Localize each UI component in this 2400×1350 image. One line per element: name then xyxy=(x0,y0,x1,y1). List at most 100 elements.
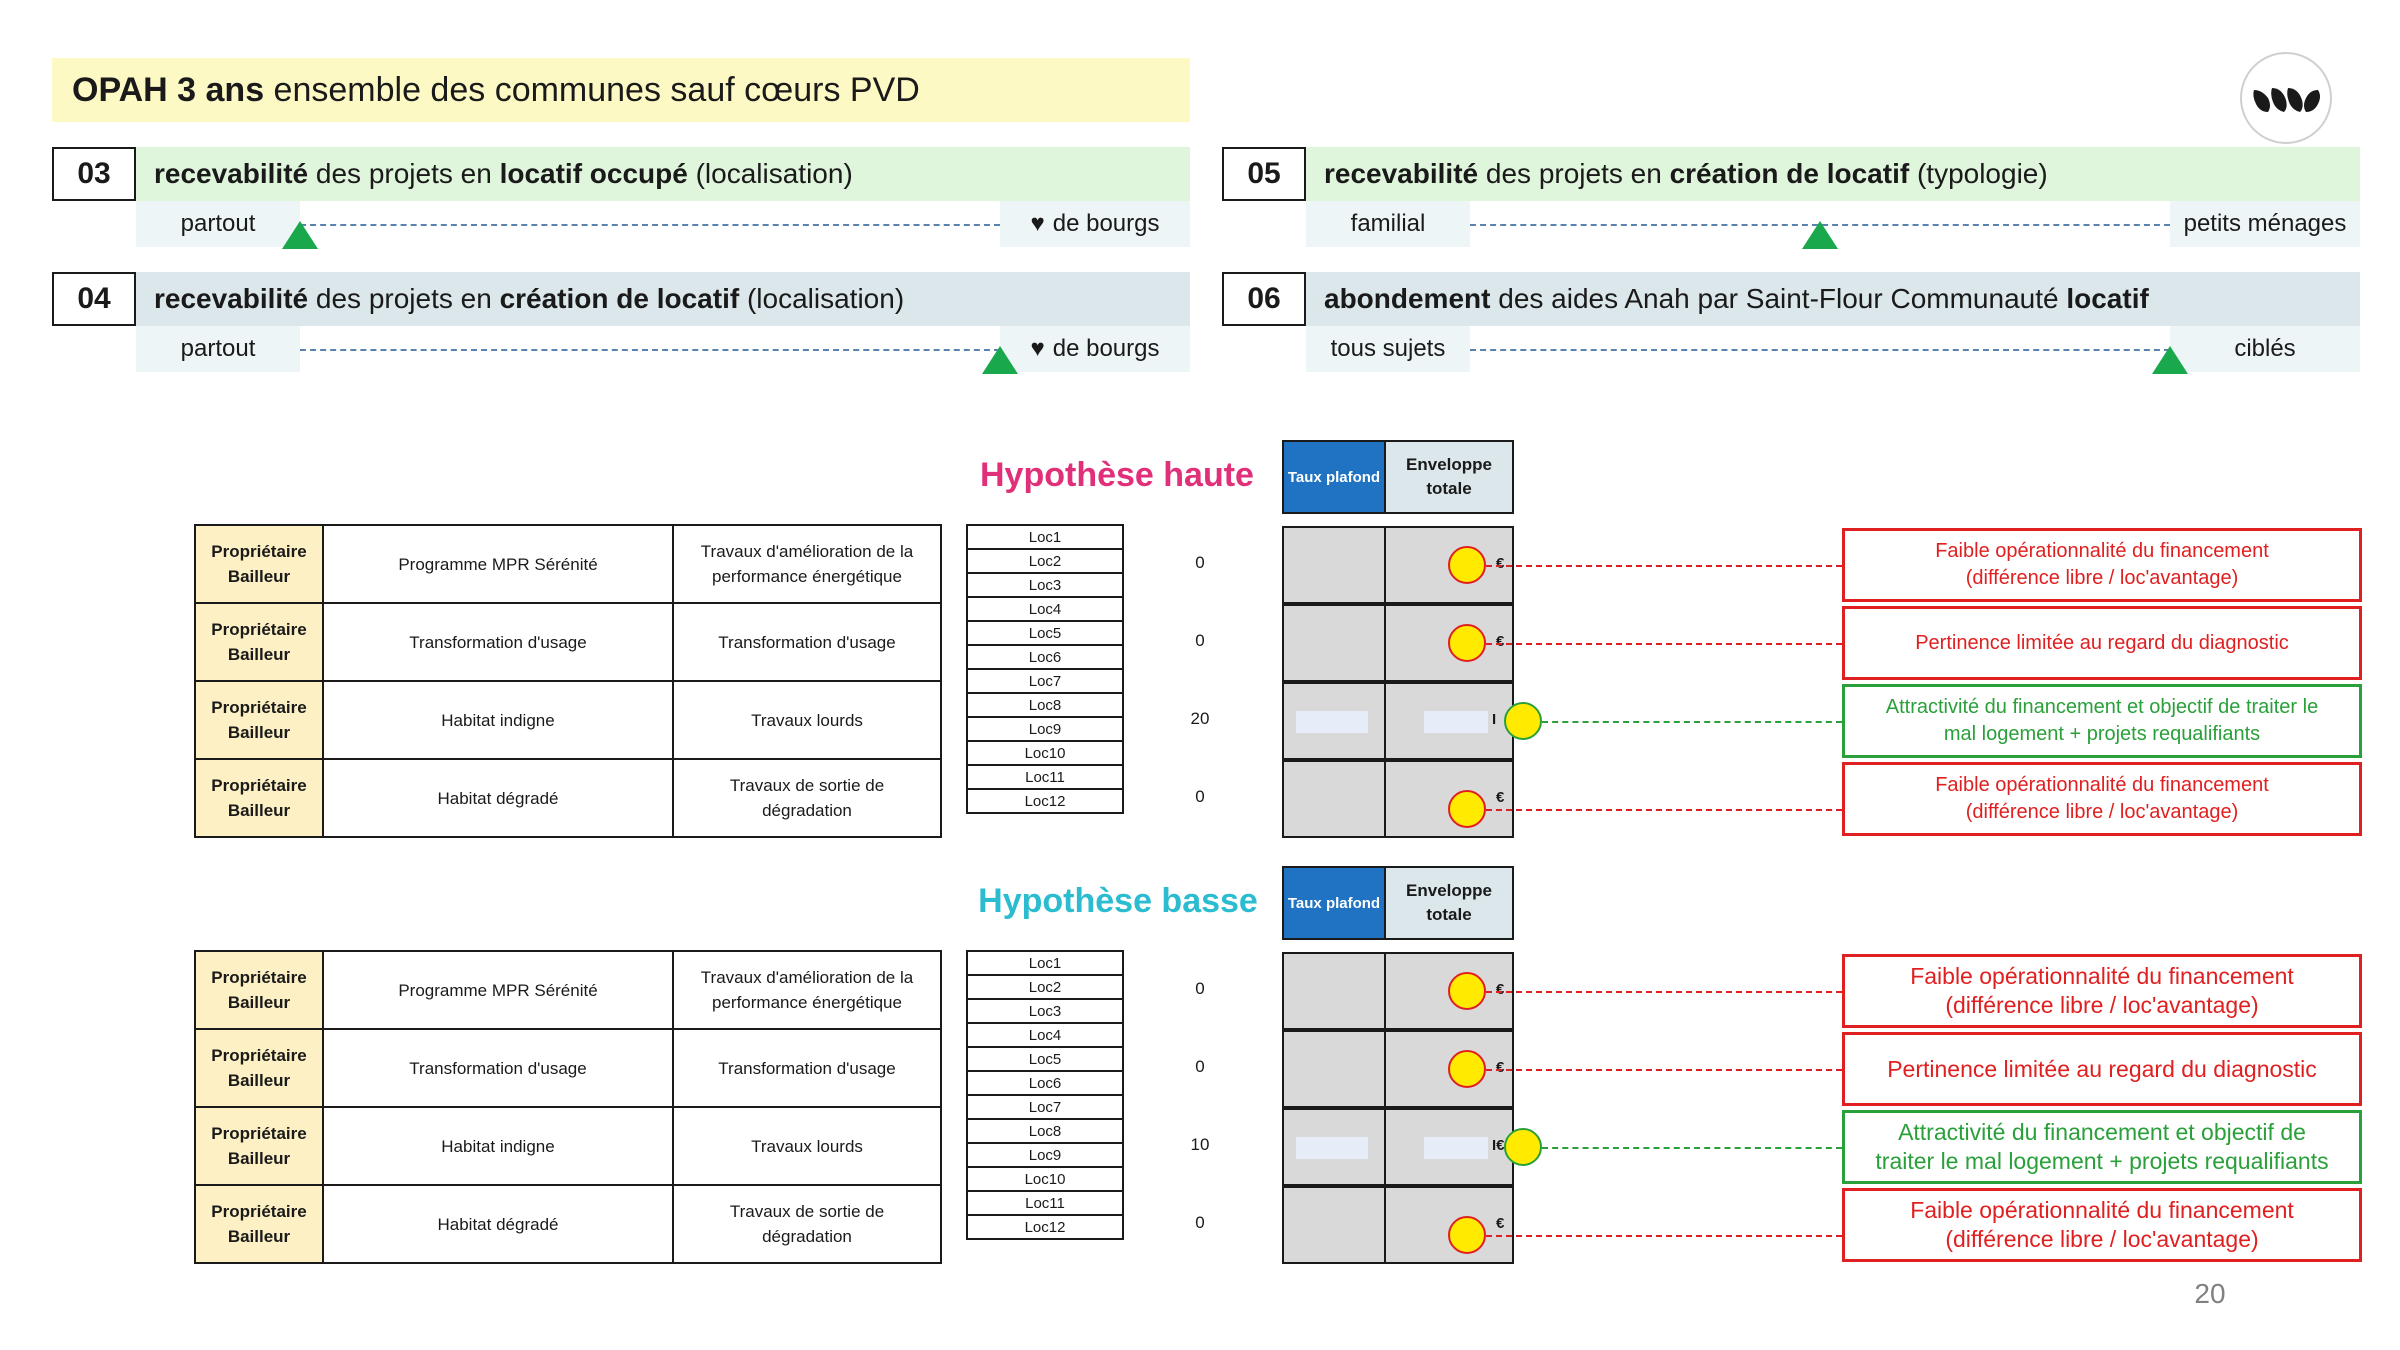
owner-line1: Propriétaire xyxy=(211,1046,307,1065)
criterion-title: recevabilité des projets en création de … xyxy=(1306,147,2360,201)
criterion-number: 04 xyxy=(52,272,136,326)
assessment-note: Faible opérationnalité du financement(di… xyxy=(1842,954,2362,1028)
enveloppe-cell xyxy=(1384,1186,1514,1264)
loc-cell: Loc7 xyxy=(966,1094,1124,1120)
assessment-note: Faible opérationnalité du financement (di… xyxy=(1842,528,2362,602)
criterion-text: des projets en xyxy=(308,283,500,314)
assessment-line1: Pertinence limitée au regard du diagnost… xyxy=(1887,1055,2317,1082)
assessment-line2: (différence libre / loc'avantage) xyxy=(1945,992,2259,1018)
scale-line xyxy=(300,349,1000,351)
enveloppe-cell xyxy=(1384,682,1514,760)
scale-right-label: ciblés xyxy=(2170,326,2360,372)
loc-cell: Loc11 xyxy=(966,1190,1124,1216)
works-line1: Travaux de sortie de xyxy=(729,776,885,795)
assessment-text: Faible opérationnalité du financement(di… xyxy=(1910,1196,2294,1254)
loc-cell: Loc4 xyxy=(966,1022,1124,1048)
hypothese-basse-title: Hypothèse basse xyxy=(978,882,1258,920)
connector-line xyxy=(1486,1069,1842,1071)
loc-row: Loc3 xyxy=(966,572,1124,598)
status-indicator-icon xyxy=(1448,546,1486,584)
works-cell: Travaux lourds xyxy=(672,1106,942,1186)
works-line1: Travaux lourds xyxy=(751,1136,863,1156)
owner-line2: Bailleur xyxy=(227,1149,291,1168)
loc-cell: Loc12 xyxy=(966,1214,1124,1240)
scale-right-text: ciblés xyxy=(2234,335,2296,362)
works-line1: Travaux de sortie de xyxy=(729,1202,885,1221)
value-label: 20 xyxy=(1190,709,1210,728)
scale-right-label: petits ménages xyxy=(2170,201,2360,247)
loc-row: Loc2 xyxy=(966,548,1124,574)
heart-icon: ♥ xyxy=(1030,335,1045,362)
enveloppe-input-highlight xyxy=(1424,711,1488,733)
works-line1: Travaux d'amélioration de la xyxy=(700,968,914,987)
taux-cell xyxy=(1282,604,1386,682)
loc-row: Loc9 xyxy=(966,716,1124,742)
taux-input-highlight xyxy=(1296,1137,1368,1159)
value-label: 10 xyxy=(1190,1135,1210,1154)
criterion-number: 06 xyxy=(1222,272,1306,326)
programme-cell: Transformation d'usage xyxy=(322,602,674,682)
loc-row: Loc1 xyxy=(966,950,1124,976)
assessment-note: Faible opérationnalité du financement(di… xyxy=(1842,762,2362,836)
loc-row: Loc12 xyxy=(966,1214,1124,1240)
enveloppe-input-highlight xyxy=(1424,1137,1488,1159)
loc-row: Loc11 xyxy=(966,1190,1124,1216)
assessment-note: Attractivité du financement et objectif … xyxy=(1842,684,2362,758)
works-cell: Transformation d'usage xyxy=(672,602,942,682)
assessment-line1: Faible opérationnalité du financement xyxy=(1935,540,2269,562)
connector-line xyxy=(1542,1147,1842,1149)
status-indicator-icon xyxy=(1448,972,1486,1010)
loc-cell: Loc9 xyxy=(966,716,1124,742)
loc-cell: Loc2 xyxy=(966,974,1124,1000)
criterion-subject: création de locatif xyxy=(499,283,740,314)
loc-cell: Loc5 xyxy=(966,620,1124,646)
assessment-line1: Attractivité du financement et objectif … xyxy=(1898,1119,2306,1145)
owner-line1: Propriétaire xyxy=(211,1202,307,1221)
owner-line1: Propriétaire xyxy=(211,542,307,561)
owner-line2: Bailleur xyxy=(227,645,291,664)
loc-cell: Loc10 xyxy=(966,1166,1124,1192)
scale-right-label: ♥de bourgs xyxy=(1000,201,1190,247)
taux-cell xyxy=(1282,952,1386,1030)
programme-cell: Habitat dégradé xyxy=(322,758,674,838)
scale-line xyxy=(300,224,1000,226)
loc-row: Loc9 xyxy=(966,1142,1124,1168)
env-line1: Enveloppe xyxy=(1406,455,1492,474)
assessment-text: Faible opérationnalité du financement (di… xyxy=(1935,538,2269,592)
owner-line2: Bailleur xyxy=(227,1227,291,1246)
scale-marker-icon xyxy=(982,346,1018,374)
assessment-note: Pertinence limitée au regard du diagnost… xyxy=(1842,1032,2362,1106)
hypothese-haute-title: Hypothèse haute xyxy=(980,456,1254,494)
criterion-keyword: recevabilité xyxy=(1324,158,1479,189)
assessment-note: Attractivité du financement et objectif … xyxy=(1842,1110,2362,1184)
scale-right-text: de bourgs xyxy=(1052,210,1160,237)
value-label: 0 xyxy=(1195,1213,1205,1232)
scale-marker-icon xyxy=(2152,346,2188,374)
scale-marker-icon xyxy=(282,221,318,249)
owner-line2: Bailleur xyxy=(227,723,291,742)
connector-line xyxy=(1486,1235,1842,1237)
works-line1: Transformation d'usage xyxy=(718,1058,896,1078)
loc-cell: Loc8 xyxy=(966,692,1124,718)
connector-line xyxy=(1486,643,1842,645)
loc-cell: Loc3 xyxy=(966,998,1124,1024)
owner-line2: Bailleur xyxy=(227,1071,291,1090)
value-label: 0 xyxy=(1195,1057,1205,1076)
criterion-qualifier: (typologie) xyxy=(1909,158,2048,189)
connector-line xyxy=(1486,565,1842,567)
assessment-line2: (différence libre / loc'avantage) xyxy=(1965,567,2239,589)
euro-mark: € xyxy=(1496,555,1505,572)
loc-cell: Loc6 xyxy=(966,644,1124,670)
